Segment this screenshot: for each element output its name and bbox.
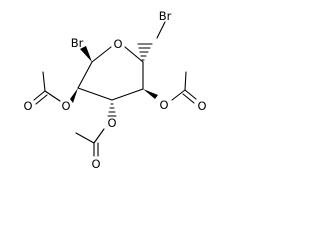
- o4-label: O: [159, 98, 168, 112]
- double-bond-c-o-4b: [182, 93, 195, 104]
- bond-c-ch3-4: [184, 71, 187, 91]
- double-bond-c-o-4a: [184, 89, 197, 100]
- double-bond-c-o-2a: [33, 90, 46, 101]
- bond-o2-c: [44, 90, 61, 102]
- bond-c3-c4: [111, 88, 144, 101]
- bond-c2-c3: [77, 87, 113, 101]
- double-bond-c-o-2b: [35, 94, 48, 105]
- bond-c-ch3-2: [42, 71, 46, 92]
- o2-label: O: [61, 99, 70, 113]
- bond-c5-o: [124, 46, 144, 63]
- bond-c-ch3-3: [75, 132, 95, 144]
- wedge-bond-c1-br: [80, 46, 92, 62]
- anomeric-bromine-label: Br: [71, 36, 84, 50]
- wedge-bond-c4-o: [143, 89, 158, 99]
- pyranose-ring: [77, 46, 144, 101]
- hash-bond-c3-o: [107, 103, 117, 117]
- carbonyl-o2-label: O: [23, 99, 32, 113]
- molecule-svg: O Br Br O O O O O O: [23, 9, 206, 171]
- carbonyl-o3-label: O: [91, 157, 100, 171]
- bond-o-c1: [91, 46, 112, 63]
- bond-o3-c: [93, 128, 105, 144]
- wedge-bond-c2-o: [70, 88, 78, 103]
- structure-diagram: O Br Br O O O O O O: [23, 9, 207, 171]
- bond-ch2-br: [156, 21, 166, 39]
- bromomethyl-bromine-label: Br: [159, 9, 172, 23]
- o3-label: O: [107, 116, 116, 130]
- ring-oxygen-label: O: [113, 37, 122, 51]
- carbonyl-o4-label: O: [197, 99, 206, 113]
- hash-bond-c5-ch2: [137, 43, 153, 61]
- bond-c1-c2: [77, 61, 93, 89]
- bond-o4-c: [171, 89, 186, 101]
